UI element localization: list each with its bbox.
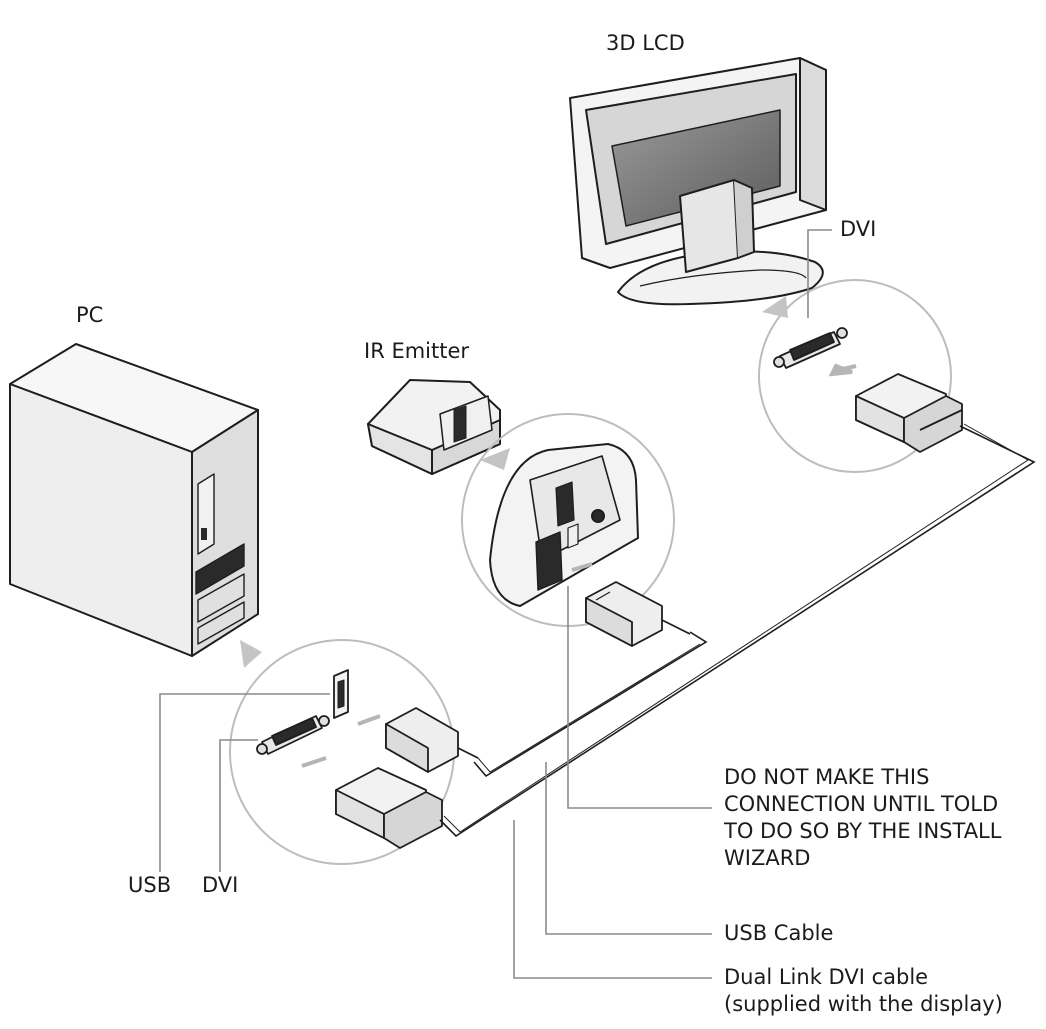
monitor-dvi-plug [855, 373, 963, 453]
callout-usb-cable [545, 762, 712, 935]
label-warning: DO NOT MAKE THIS CONNECTION UNTIL TOLD T… [724, 765, 1002, 870]
zoom-circle-monitor [758, 279, 952, 473]
monitor-dvi-port [773, 327, 848, 369]
pc-ports-closeup [256, 669, 349, 755]
zoom-pointers [240, 296, 788, 668]
label-ir-emitter: IR Emitter [364, 339, 470, 363]
callout-dvi [219, 739, 258, 872]
pc-arrows [301, 714, 381, 768]
lcd-monitor [569, 57, 827, 306]
label-usb-pc: USB [128, 873, 172, 897]
cables [439, 423, 1036, 838]
label-dvi-cable: Dual Link DVI cable (supplied with the d… [724, 965, 1003, 1016]
callout-warning [567, 586, 712, 809]
dvi-cable [439, 425, 1036, 838]
ir-usb-plug [585, 581, 691, 647]
callout-dvi-cable [513, 820, 712, 979]
pc-dvi-plug [335, 767, 443, 849]
label-usb-cable: USB Cable [724, 921, 834, 945]
arrow-ir-usb [571, 562, 593, 572]
pc-tower [9, 343, 259, 657]
label-dvi-monitor: DVI [840, 217, 877, 241]
ir-emitter [367, 379, 501, 475]
ir-emitter-closeup [489, 443, 639, 607]
callout-monitor-dvi [807, 229, 832, 318]
callout-lines [159, 229, 832, 979]
callout-usb [159, 693, 330, 872]
label-dvi-pc: DVI [202, 873, 239, 897]
arrow-pc-usb [357, 714, 381, 726]
arrow-monitor-dvi [828, 363, 857, 377]
label-3d-lcd: 3D LCD [606, 31, 685, 55]
label-pc: PC [76, 303, 104, 327]
usb-cable [473, 631, 708, 778]
arrow-pc-dvi [301, 756, 327, 768]
pc-usb-plug [385, 707, 479, 773]
